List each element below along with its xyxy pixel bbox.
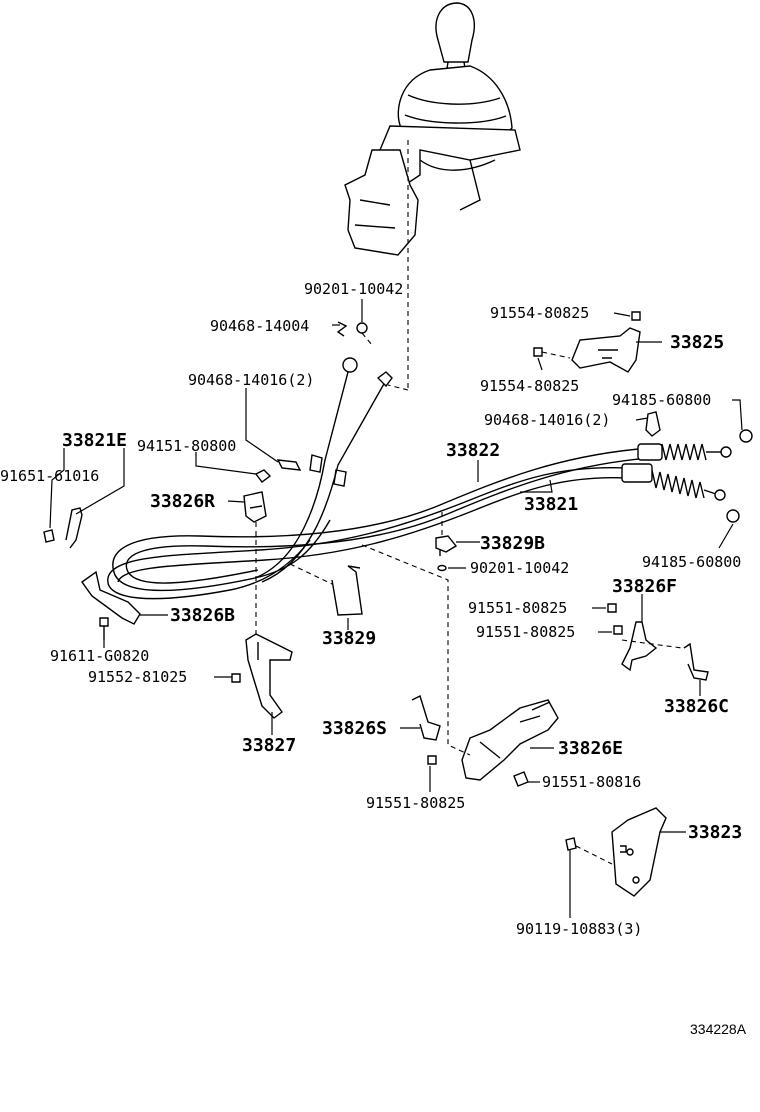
label-90201-10042-top: 90201-10042: [304, 280, 403, 298]
label-90201-10042-mid: 90201-10042: [470, 559, 569, 577]
label-90468-14016-left: 90468-14016(2): [188, 371, 314, 389]
label-91554-80825-top: 91554-80825: [490, 304, 589, 322]
bracket-33827: [245, 633, 293, 719]
label-91551-80825-a: 91551-80825: [468, 599, 567, 617]
label-33821: 33821: [524, 494, 578, 515]
bracket-33825: [571, 327, 641, 373]
label-33825: 33825: [670, 332, 724, 353]
label-33827: 33827: [242, 735, 296, 756]
label-33826S: 33826S: [322, 718, 387, 739]
clip-90468-14016-left: [276, 459, 302, 471]
bolt-91551-80825-a: [607, 603, 617, 613]
label-33829: 33829: [322, 628, 376, 649]
label-33826R: 33826R: [150, 491, 215, 512]
bolt-91651-61016: [43, 529, 55, 543]
label-91651-61016: 91651-61016: [0, 467, 99, 485]
label-33826B: 33826B: [170, 605, 235, 626]
cable-grommet-left: [309, 454, 347, 487]
bolt-91554-80825-top: [631, 311, 641, 321]
label-33826F: 33826F: [612, 576, 677, 597]
clip-90468-14016-right: [645, 411, 661, 437]
bolt-91551-80825-c: [427, 755, 437, 765]
cable-33821: [107, 466, 629, 600]
bracket-33826R: [243, 491, 267, 523]
bolt-90119-10883: [565, 837, 577, 851]
washer-90201-10042-top: [356, 322, 368, 334]
bracket-33821E: [65, 507, 83, 549]
cable-end-left-upper: [254, 371, 349, 579]
label-94185-60800-top: 94185-60800: [612, 391, 711, 409]
washer-90201-10042-mid: [437, 564, 447, 572]
label-91552-81025: 91552-81025: [88, 668, 187, 686]
nut-94185-60800-bot: [726, 509, 740, 523]
nut-94185-60800-top: [739, 429, 753, 443]
leader-33825-bolt: [541, 351, 571, 359]
label-33826C: 33826C: [664, 696, 729, 717]
label-33829B: 33829B: [480, 533, 545, 554]
label-94185-60800-bot: 94185-60800: [642, 553, 741, 571]
leader-lever-dash-2: [387, 384, 409, 391]
bolt-91552-81025: [231, 673, 241, 683]
cable-33822: [112, 447, 651, 592]
cable-end-eye: [376, 371, 393, 388]
leader-33823: [575, 845, 613, 865]
nut-94151-80800: [254, 469, 272, 483]
label-90468-14016-right: 90468-14016(2): [484, 411, 610, 429]
bracket-33826E: [461, 699, 559, 781]
leader-33826F: [621, 639, 683, 649]
leader-lines: [49, 299, 743, 918]
bracket-33823: [611, 807, 667, 897]
clip-33829B: [435, 535, 458, 556]
label-91554-80825-bot: 91554-80825: [480, 377, 579, 395]
leader-33826E: [361, 544, 471, 756]
cable-end-ball: [342, 357, 358, 373]
label-91551-80825-c: 91551-80825: [366, 794, 465, 812]
label-33826E: 33826E: [558, 738, 623, 759]
cable-end-33821-spring: [621, 463, 726, 501]
cable-end-33822-spring: [637, 443, 732, 461]
label-33823: 33823: [688, 822, 742, 843]
bolt-91551-80816: [513, 771, 529, 787]
bolt-91611-G0820: [99, 617, 109, 640]
shift-lever-assembly: [344, 2, 521, 256]
bolt-91551-80825-b: [613, 625, 623, 635]
label-91611-G0820: 91611-G0820: [50, 647, 149, 665]
clip-90468-14004: [336, 321, 348, 337]
label-33822: 33822: [446, 440, 500, 461]
label-33821E: 33821E: [62, 430, 127, 451]
leader-33829: [289, 563, 333, 585]
bracket-33826F: [621, 621, 658, 672]
label-91551-80816: 91551-80816: [542, 773, 641, 791]
cable-end-left-upper-2: [261, 381, 386, 583]
bracket-33826S: [411, 695, 441, 741]
label-90119-10883: 90119-10883(3): [516, 920, 642, 938]
bracket-33826B: [81, 570, 141, 625]
figure-id: 334228A: [690, 1021, 747, 1037]
label-90468-14004: 90468-14004: [210, 317, 309, 335]
label-91551-80825-b: 91551-80825: [476, 623, 575, 641]
bracket-33826C: [683, 642, 709, 681]
clip-33829: [331, 565, 363, 616]
label-94151-80800: 94151-80800: [137, 437, 236, 455]
leader-washer: [361, 332, 373, 346]
bolt-91554-80825-bot: [533, 347, 543, 357]
